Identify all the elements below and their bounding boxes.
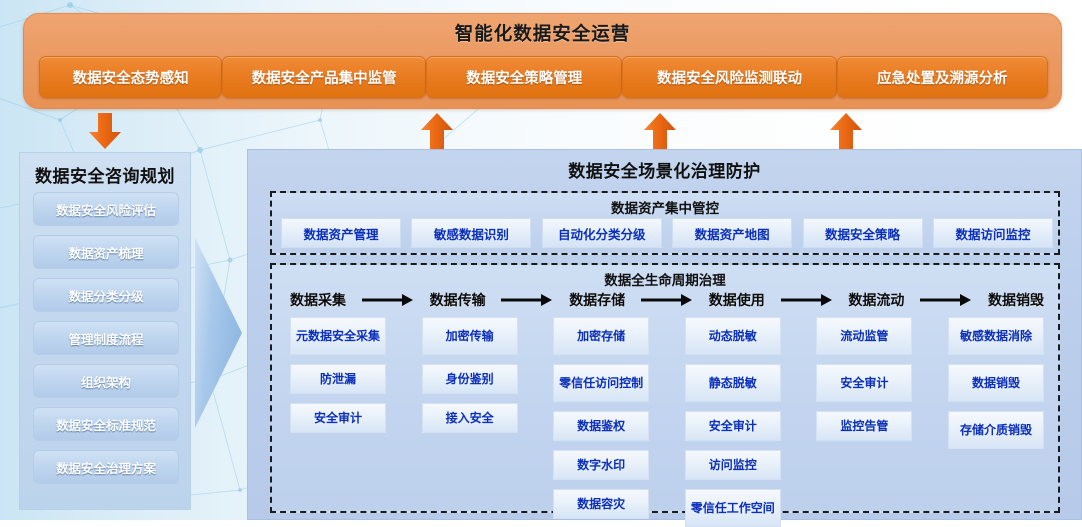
lifecycle-column-transmission: 加密传输 身份鉴别 接入安全 [421, 317, 518, 433]
asset-control-section: 数据资产集中管控 数据资产管理 敏感数据识别 自动化分类分级 数据资产地图 数据… [270, 191, 1060, 255]
operations-button-row: 数据安全态势感知 数据安全产品集中监管 数据安全策略管理 数据安全风险监测联动 … [39, 56, 1048, 98]
asset-item-security-policy[interactable]: 数据安全策略 [802, 218, 923, 248]
up-arrow-icon-1 [420, 113, 454, 150]
lifecycle-item-identity-authentication[interactable]: 身份鉴别 [421, 364, 518, 394]
asset-item-asset-map[interactable]: 数据资产地图 [672, 218, 793, 248]
asset-control-item-row: 数据资产管理 敏感数据识别 自动化分类分级 数据资产地图 数据安全策略 数据访问… [281, 218, 1053, 248]
asset-item-auto-classification[interactable]: 自动化分类分级 [541, 218, 662, 248]
lifecycle-item-access-security[interactable]: 接入安全 [421, 403, 518, 433]
lifecycle-column-destruction: 敏感数据消除 数据销毁 存储介质销毁 [947, 317, 1044, 449]
right-arrow-icon-5 [920, 293, 972, 307]
lifecycle-item-security-audit-usage[interactable]: 安全审计 [684, 411, 781, 441]
scenario-governance-panel: 数据安全场景化治理防护 数据资产集中管控 数据资产管理 敏感数据识别 自动化分类… [247, 149, 1082, 527]
lifecycle-item-data-authorization[interactable]: 数据鉴权 [553, 411, 650, 441]
operations-button-policy-management[interactable]: 数据安全策略管理 [426, 56, 623, 98]
lifecycle-item-monitoring-alarm[interactable]: 监控告管 [816, 411, 913, 441]
operations-button-situational-awareness[interactable]: 数据安全态势感知 [39, 56, 223, 98]
lifecycle-column-usage: 动态脱敏 静态脱敏 安全审计 访问监控 零信任工作空间 [684, 317, 781, 527]
lifecycle-item-zero-trust-workspace[interactable]: 零信任工作空间 [684, 489, 781, 527]
lifecycle-item-data-destruction[interactable]: 数据销毁 [947, 364, 1044, 402]
right-arrow-icon-1 [361, 293, 414, 307]
scenario-governance-title: 数据安全场景化治理防护 [568, 162, 761, 181]
lifecycle-column-storage: 加密存储 零信任访问控制 数据鉴权 数字水印 数据容灾 [553, 317, 650, 519]
sidebar-item-governance-plan[interactable]: 数据安全治理方案 [33, 450, 179, 484]
consulting-planning-item-list: 数据安全风险评估 数据资产梳理 数据分类分级 管理制度流程 组织架构 数据安全标… [33, 192, 179, 484]
operations-button-product-supervision[interactable]: 数据安全产品集中监管 [222, 56, 427, 98]
right-arrow-icon-2 [501, 293, 553, 307]
lifecycle-column-collection: 元数据安全采集 防泄漏 安全审计 [290, 317, 386, 433]
right-arrow-icon-3 [640, 293, 693, 307]
asset-control-title: 数据资产集中管控 [611, 201, 719, 216]
stage-label-storage: 数据存储 [569, 292, 626, 308]
up-arrow-icon-2 [643, 113, 677, 150]
right-arrow-icon-4 [780, 293, 833, 307]
lifecycle-item-security-audit-circulation[interactable]: 安全审计 [816, 364, 913, 402]
stage-label-usage: 数据使用 [708, 292, 765, 308]
consulting-planning-title: 数据安全咨询规划 [35, 167, 175, 186]
sidebar-item-classification-grading[interactable]: 数据分类分级 [33, 278, 179, 312]
lifecycle-item-dynamic-masking[interactable]: 动态脱敏 [684, 317, 781, 355]
operations-panel: 智能化数据安全运营 数据安全态势感知 数据安全产品集中监管 数据安全策略管理 数… [23, 13, 1062, 109]
lifecycle-governance-section: 数据全生命周期治理 数据采集 数据传输 数据存储 数据使用 数据流动 [270, 263, 1060, 527]
stage-label-circulation: 数据流动 [848, 292, 905, 308]
lifecycle-item-sensitive-data-erasure[interactable]: 敏感数据消除 [947, 317, 1044, 355]
down-arrow-icon [88, 113, 122, 150]
lifecycle-item-zero-trust-access-control[interactable]: 零信任访问控制 [553, 364, 650, 402]
stage-label-destruction: 数据销毁 [987, 292, 1044, 308]
asset-item-access-monitoring[interactable]: 数据访问监控 [932, 218, 1053, 248]
sidebar-item-organization-structure[interactable]: 组织架构 [33, 364, 179, 398]
lifecycle-item-access-monitoring-usage[interactable]: 访问监控 [684, 450, 781, 480]
lifecycle-item-encrypted-storage[interactable]: 加密存储 [553, 317, 650, 355]
lifecycle-item-static-masking[interactable]: 静态脱敏 [684, 364, 781, 402]
lifecycle-stage-header-row: 数据采集 数据传输 数据存储 数据使用 数据流动 [290, 289, 1044, 311]
lifecycle-item-encrypted-transmission[interactable]: 加密传输 [421, 317, 518, 355]
stage-label-transmission: 数据传输 [429, 292, 486, 308]
sidebar-item-standards-specifications[interactable]: 数据安全标准规范 [33, 407, 179, 441]
lifecycle-column-circulation: 流动监管 安全审计 监控告管 [816, 317, 913, 441]
right-chevron-arrow-icon [195, 238, 243, 428]
consulting-planning-panel: 数据安全咨询规划 数据安全风险评估 数据资产梳理 数据分类分级 管理制度流程 组… [19, 152, 191, 510]
stage-label-collection: 数据采集 [290, 292, 346, 308]
asset-item-sensitive-data-discovery[interactable]: 敏感数据识别 [411, 218, 532, 248]
sidebar-item-risk-assessment[interactable]: 数据安全风险评估 [33, 192, 179, 226]
sidebar-item-asset-inventory[interactable]: 数据资产梳理 [33, 235, 179, 269]
up-arrow-icon-3 [829, 113, 863, 150]
lifecycle-item-security-audit-collection[interactable]: 安全审计 [290, 403, 386, 433]
lifecycle-item-storage-media-destruction[interactable]: 存储介质销毁 [947, 411, 1044, 449]
lifecycle-item-leak-prevention[interactable]: 防泄漏 [290, 364, 386, 394]
lifecycle-column-group: 元数据安全采集 防泄漏 安全审计 加密传输 身份鉴别 接入安全 加密存储 零信任… [290, 317, 1044, 527]
asset-item-asset-management[interactable]: 数据资产管理 [281, 218, 401, 248]
lifecycle-item-data-disaster-recovery[interactable]: 数据容灾 [553, 489, 650, 519]
operations-panel-title: 智能化数据安全运营 [454, 23, 631, 44]
lifecycle-item-flow-supervision[interactable]: 流动监管 [816, 317, 913, 355]
sidebar-item-management-process[interactable]: 管理制度流程 [33, 321, 179, 355]
operations-button-risk-monitoring[interactable]: 数据安全风险监测联动 [622, 56, 837, 98]
lifecycle-item-digital-watermark[interactable]: 数字水印 [553, 450, 650, 480]
operations-button-emergency-response[interactable]: 应急处置及溯源分析 [836, 56, 1048, 98]
lifecycle-governance-title: 数据全生命周期治理 [604, 273, 726, 288]
lifecycle-item-metadata-secure-collection[interactable]: 元数据安全采集 [290, 317, 386, 355]
